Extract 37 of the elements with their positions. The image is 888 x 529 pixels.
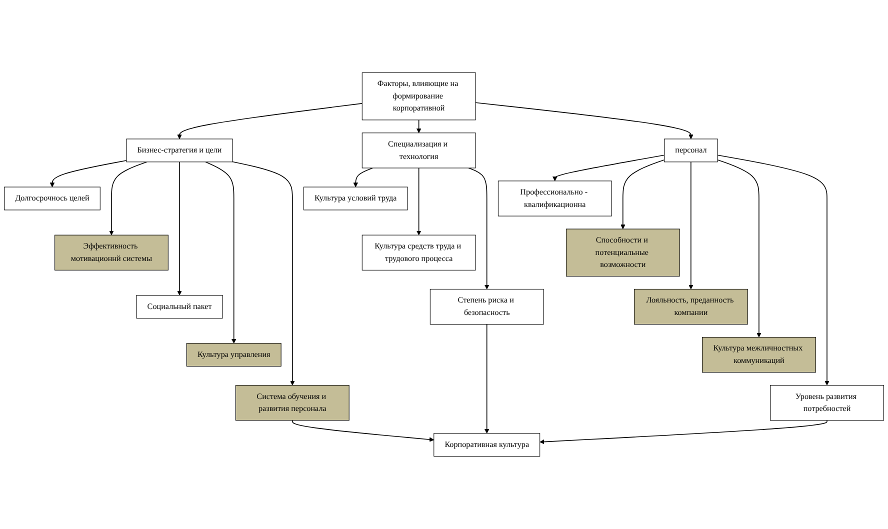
node-box: Бизнес-стратегия и цели bbox=[126, 138, 233, 162]
arrow bbox=[416, 120, 422, 134]
arrow bbox=[353, 168, 374, 188]
arrow bbox=[484, 324, 490, 434]
node-box: персонал bbox=[664, 138, 718, 162]
arrow bbox=[109, 162, 148, 236]
node-box: Система обучения и развития персонала bbox=[235, 385, 350, 421]
arrow bbox=[475, 102, 694, 140]
node-box: Культура управления bbox=[186, 343, 282, 367]
node-box: Культура межличностных коммуникаций bbox=[702, 336, 816, 373]
node-box: Культура средств труда и трудового процесса bbox=[362, 234, 476, 270]
node-box: Эффективность мотивационнй системы bbox=[54, 234, 168, 270]
node-box: Культура условий труда bbox=[304, 186, 408, 210]
node-box: Профессионально - квалификационна bbox=[498, 180, 612, 216]
arrow bbox=[177, 103, 363, 140]
node-box: Специализация и технология bbox=[362, 132, 476, 168]
arrow bbox=[552, 154, 665, 182]
node-box: Степень риска и безопасность bbox=[430, 288, 544, 325]
node-box: Лояльность, преданность компании bbox=[634, 288, 748, 325]
node-box: Социальный пакет bbox=[136, 295, 223, 318]
arrow bbox=[468, 168, 490, 290]
node-box: Способности и потенциальные возможности bbox=[566, 228, 680, 276]
arrow bbox=[232, 161, 295, 386]
arrow bbox=[540, 420, 828, 444]
arrow bbox=[416, 168, 422, 236]
node-box: Факторы, влияющие на формирование корпоративной bbox=[362, 72, 476, 120]
arrow bbox=[292, 420, 434, 442]
node-box: Корпоративная культура bbox=[434, 433, 540, 457]
arrow bbox=[50, 160, 127, 188]
node-box: Уровень развития потребностей bbox=[770, 385, 884, 421]
node-box: Долгосрочнось целей bbox=[4, 186, 100, 210]
arrow bbox=[688, 162, 694, 290]
arrow bbox=[717, 159, 762, 338]
arrow bbox=[717, 154, 830, 386]
arrow bbox=[620, 159, 665, 230]
arrow bbox=[177, 162, 182, 296]
arrow bbox=[205, 162, 236, 344]
